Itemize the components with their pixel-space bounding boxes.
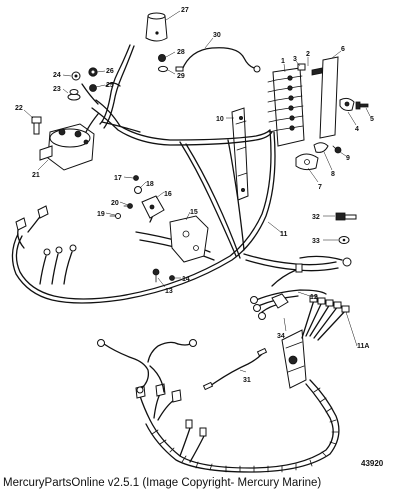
callout-2: 2 (306, 51, 310, 58)
callout-3: 3 (293, 56, 297, 63)
part-31-jumper-lead (202, 347, 268, 391)
part-20-nut (123, 203, 133, 209)
callout-33: 33 (312, 238, 320, 245)
part-9-screw (332, 145, 342, 154)
callout-28: 28 (177, 49, 185, 56)
harness-branch-ring-terminals (97, 339, 197, 394)
part-22-screw (31, 116, 42, 135)
part-30-lead-wire (175, 47, 261, 73)
callout-7: 7 (318, 184, 322, 191)
callout-12: 12 (310, 294, 318, 301)
callout-34: 34 (277, 333, 285, 340)
callout-20: 20 (111, 200, 119, 207)
callout-11a: 11A (357, 343, 369, 350)
part-2-screw (311, 67, 323, 76)
part-11-harness-leads (243, 253, 352, 287)
part-10-bracket (231, 107, 249, 201)
part-11a-harness (135, 295, 350, 473)
callout-14: 14 (182, 276, 190, 283)
part-4-clip (339, 97, 355, 111)
part-32-bolt (335, 212, 357, 221)
callout-29: 29 (177, 73, 185, 80)
callout-4: 4 (355, 126, 359, 133)
part-34-connector (281, 329, 307, 389)
callout-13: 13 (165, 288, 173, 295)
part-13-screw (152, 268, 160, 283)
part-3-nut (297, 63, 306, 71)
copyright-caption: MercuryPartsOnline v2.5.1 (Image Copyrig… (0, 473, 400, 494)
callout-8: 8 (331, 171, 335, 178)
main-harness-trunk (11, 44, 276, 304)
part-23-washer (67, 89, 81, 101)
callout-9: 9 (346, 155, 350, 162)
callout-18: 18 (146, 181, 154, 188)
callout-25: 25 (106, 82, 114, 89)
part-19-screw (109, 213, 121, 219)
callout-5: 5 (370, 116, 374, 123)
part-16-bracket (141, 195, 165, 219)
part-33-washer (338, 236, 350, 244)
callout-22: 22 (15, 105, 23, 112)
part-5-screw (355, 101, 369, 110)
part-15-bracket (169, 215, 209, 263)
part-7-bracket (295, 153, 319, 171)
part-28-screw (157, 54, 166, 63)
leader-lines (23, 10, 371, 373)
part-18-washer (134, 186, 142, 194)
part-21-solenoid (39, 123, 95, 171)
part-12-ground-leads (250, 289, 327, 320)
part-29-washer (158, 65, 168, 73)
part-26-nut (88, 67, 98, 77)
callout-19: 19 (97, 211, 105, 218)
part-1-terminal-block (267, 67, 305, 147)
part-8-clamp (313, 142, 329, 153)
callout-11: 11 (280, 231, 288, 238)
callout-27: 27 (181, 7, 189, 14)
callout-1: 1 (281, 58, 285, 65)
callout-30: 30 (213, 32, 221, 39)
callout-16: 16 (164, 191, 172, 198)
part-14-screw (169, 275, 175, 281)
callout-6: 6 (341, 46, 345, 53)
callout-32: 32 (312, 214, 320, 221)
callout-10: 10 (216, 116, 224, 123)
part-6-cover-strip (319, 56, 339, 139)
callout-17: 17 (114, 175, 122, 182)
callout-21: 21 (32, 172, 40, 179)
callout-31: 31 (243, 377, 251, 384)
part-27-cap (145, 12, 168, 42)
part-24-nut (71, 71, 81, 81)
callout-24: 24 (53, 72, 61, 79)
callout-26: 26 (106, 68, 114, 75)
callout-15: 15 (190, 209, 198, 216)
figure-number: 43920 (361, 459, 384, 468)
part-17-screw (133, 175, 139, 181)
callout-23: 23 (53, 86, 61, 93)
callout-labels: 27 30 28 29 1 2 3 6 24 26 23 25 22 21 10… (15, 7, 374, 384)
part-25-nut (89, 84, 97, 92)
